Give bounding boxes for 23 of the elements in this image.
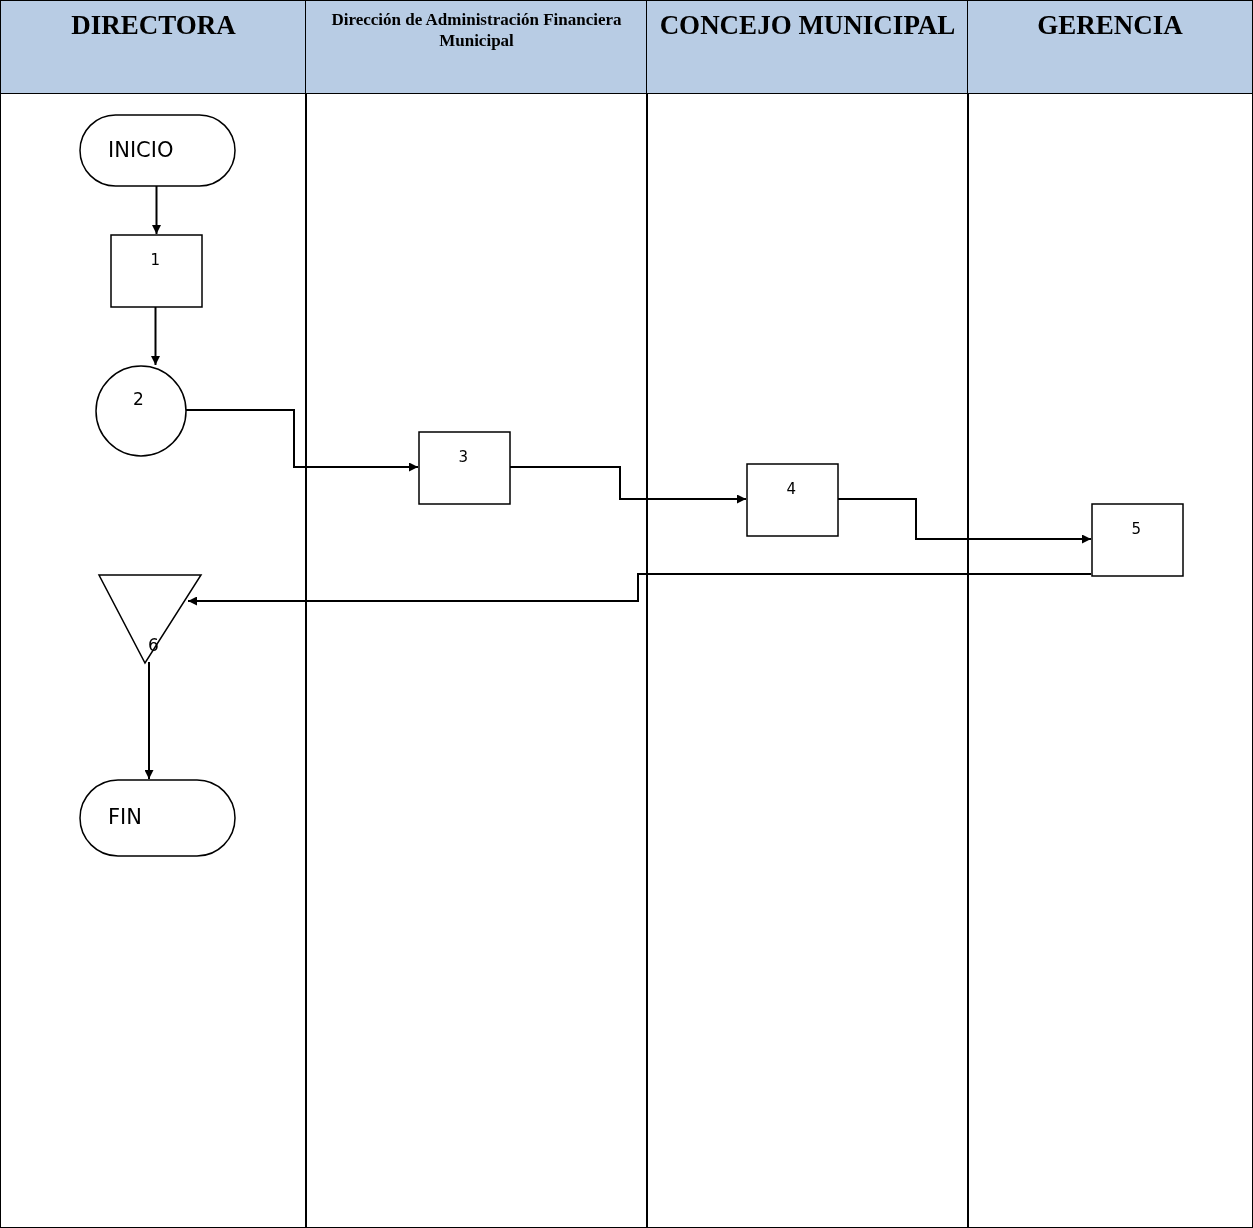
terminal-label: INICIO xyxy=(108,137,174,162)
arrow xyxy=(144,661,154,780)
swimlane xyxy=(305,0,648,1228)
arrow xyxy=(187,573,1092,606)
lane-header: DIRECTORA xyxy=(1,1,306,94)
arrow xyxy=(152,184,161,235)
swimlane xyxy=(0,0,307,1228)
lane-header: CONCEJO MUNICIPAL xyxy=(647,1,968,94)
step-number: 2 xyxy=(133,389,144,409)
swimlane xyxy=(646,0,969,1228)
arrow xyxy=(836,498,1092,544)
step-number: 6 xyxy=(148,635,159,655)
terminal-label: FIN xyxy=(108,805,142,829)
step-number: 3 xyxy=(458,448,469,466)
arrow xyxy=(508,466,747,504)
swimlane xyxy=(967,0,1253,1228)
arrow xyxy=(184,409,419,472)
step-number: 1 xyxy=(150,251,161,269)
arrow xyxy=(151,305,160,366)
lane-header: GERENCIA xyxy=(968,1,1252,94)
lane-header: Dirección de Administración Financiera Municipal xyxy=(306,1,647,94)
step-number: 4 xyxy=(786,480,797,498)
step-number: 5 xyxy=(1131,520,1142,538)
